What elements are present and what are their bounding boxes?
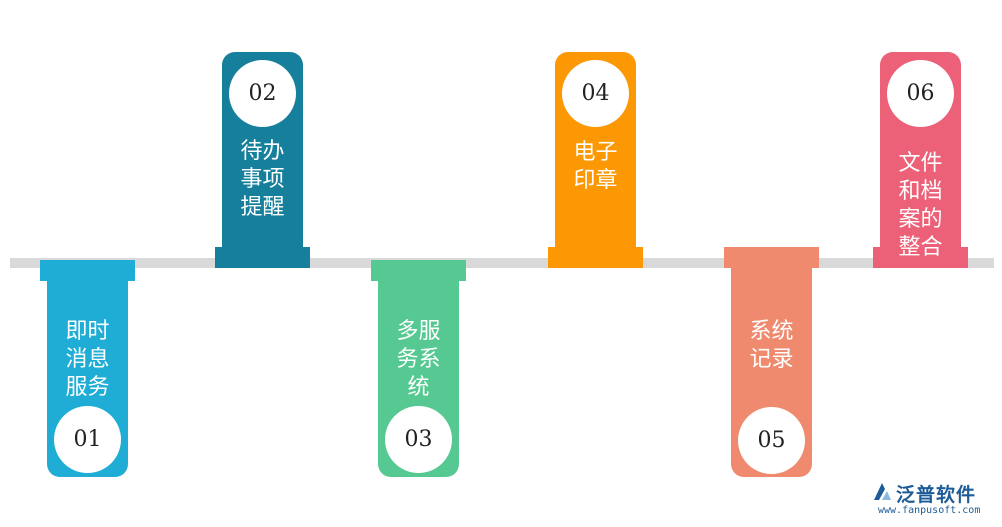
logo-url: www.fanpusoft.com [878,505,981,516]
step-base-04 [548,247,643,268]
step-base-06 [873,247,968,268]
step-label-05: 系统 记录 [749,319,794,372]
step-card-04: 04 电子 印章 [548,52,643,268]
step-card-06: 06 文件 和档 案的 整合 [873,52,968,268]
step-number-05: 05 [738,407,805,474]
logo-mark-icon [874,483,891,500]
step-label-01: 即时 消息 服务 [65,319,110,400]
step-label-06: 文件 和档 案的 整合 [898,151,943,260]
step-number-03: 03 [385,406,452,473]
step-card-02: 02 待办 事项 提醒 [215,52,310,268]
step-number-02: 02 [229,60,296,127]
step-base-02 [215,247,310,268]
step-number-04: 04 [562,60,629,127]
step-label-02: 待办 事项 提醒 [240,139,285,220]
step-label-04: 电子 印章 [573,140,618,193]
step-card-01: 即时 消息 服务 01 [40,260,135,477]
step-label-03: 多服 务系 统 [396,319,441,400]
logo-name: 泛普软件 [896,484,977,506]
step-card-05: 系统 记录 05 [724,247,819,477]
step-number-01: 01 [54,406,121,473]
step-card-03: 多服 务系 统 03 [371,260,466,477]
step-number-06: 06 [887,60,954,127]
timeline-bar [10,258,994,268]
brand-logo: 泛普软件 www.fanpusoft.com [870,480,995,520]
